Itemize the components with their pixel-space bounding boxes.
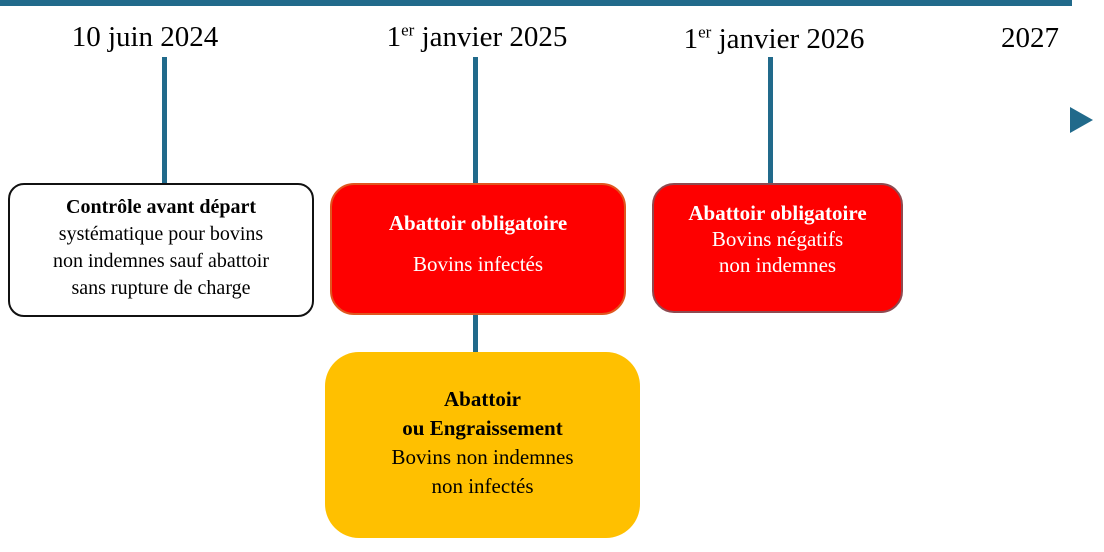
date-text: janvier 2025 [414,21,568,53]
abattoir-infectes-line: Bovins infectés [412,252,544,276]
timeline-date-2024: 10 juin 2024 [45,20,245,54]
timeline-axis [0,0,1072,6]
engraissement-line: Bovins non indemnes [391,445,574,469]
abattoir-obligatoire-infectes-box: Abattoir obligatoire Bovins infectés [330,183,626,315]
control-avant-depart-box: Contrôle avant départ systématique pour … [8,183,314,317]
timeline-tick-2024 [162,57,167,183]
date-text: 2027 [1001,22,1059,54]
timeline-date-2025: 1er janvier 2025 [367,20,587,54]
date-text: 1 [386,21,402,53]
date-superscript: er [698,22,712,42]
abattoir-ou-engraissement-box: Abattoir ou Engraissement Bovins non ind… [325,352,640,538]
control-box-line: systématique pour bovins [58,223,264,245]
timeline-date-2027: 2027 [960,21,1100,55]
timeline-tick-2026 [768,57,773,183]
abattoir-obligatoire-negatifs-box: Abattoir obligatoire Bovins négatifs non… [652,183,903,313]
abattoir-infectes-title: Abattoir obligatoire [388,211,568,235]
date-text: 10 juin 2024 [71,21,219,53]
control-box-line: sans rupture de charge [71,277,251,299]
engraissement-title-line: ou Engraissement [402,416,563,440]
abattoir-negatifs-title: Abattoir obligatoire [688,201,867,225]
abattoir-negatifs-line: non indemnes [718,253,837,277]
timeline-date-2026: 1er janvier 2026 [664,22,884,56]
control-box-line: non indemnes sauf abattoir [52,250,270,272]
timeline-arrowhead-icon [1070,107,1093,133]
date-text: 1 [683,23,699,55]
abattoir-negatifs-line: Bovins négatifs [711,227,844,251]
date-superscript: er [401,20,415,40]
date-text: janvier 2026 [711,23,865,55]
engraissement-title-line: Abattoir [444,387,521,411]
control-box-title: Contrôle avant départ [66,196,256,218]
engraissement-line: non infectés [431,474,534,498]
